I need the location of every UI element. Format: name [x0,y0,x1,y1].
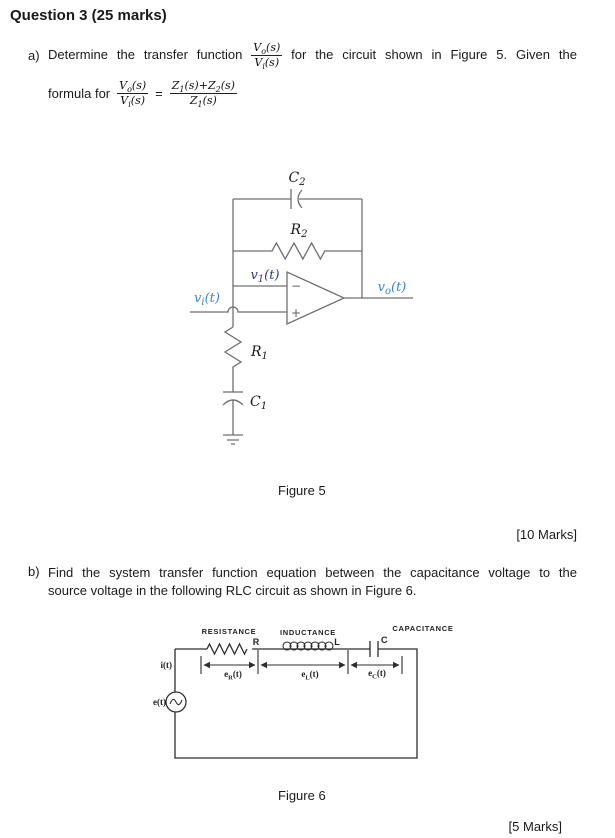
math-subscript: 1 [197,99,203,109]
inductance-label: INDUCTANCE [280,628,336,637]
fraction-vo-vi: Vo(s)Vi(s) [117,78,149,109]
ec-label: eC(t) [368,668,386,681]
math-subscript: 2 [215,84,221,94]
ground-symbol [223,434,243,445]
opamp-triangle [286,270,346,326]
math-var: Z [189,93,198,107]
math-var: (s) [264,56,280,70]
fraction-denominator: Vi(s) [118,93,147,109]
fraction-numerator: Z1(s)+Z2(s) [169,78,237,94]
c-label: C [381,635,388,645]
math-var: V [254,56,263,70]
figure6-caption: Figure 6 [278,788,326,803]
figure6-rlc-circuit: RESISTANCE R INDUCTANCE L CAPACITANCE C … [153,624,453,759]
inductor-loop [324,641,334,651]
math-var: (s) [130,93,146,107]
math-var: (s) [202,93,217,107]
part-a-marks: [10 Marks] [516,527,577,542]
equals-sign: = [155,85,163,101]
math-subscript: i [128,99,131,109]
ac-source-sine-icon [169,698,183,706]
v1-voltage-label: v1(t) [250,268,279,285]
figure5-opamp-circuit: C2 R2 R1 C1 v1(t) vi(t) vo(t) − + [190,170,413,445]
c1-label: C1 [250,394,267,412]
fraction-numerator: Vo(s) [251,41,283,57]
right-and-bottom-wire [174,648,418,759]
math-subscript: 1 [179,84,185,94]
math-var: (s) [220,78,235,92]
resistance-label: RESISTANCE [202,627,257,636]
input-wire-with-hop [190,306,287,313]
capacitor-plates [369,641,379,657]
part-a-formula-prefix: formula for [48,85,111,101]
fraction-z: Z1(s)+Z2(s)Z1(s) [169,78,237,109]
inductor-loop [303,641,313,651]
r1-resistor-symbol [223,326,243,392]
r1-label: R1 [250,344,268,362]
vo-voltage-label: vo(t) [378,280,407,297]
math-var: V [119,78,128,92]
r2-label: R2 [290,222,308,240]
figure5-caption: Figure 5 [278,483,326,498]
part-b-label: b) [28,564,40,579]
el-label: eL(t) [301,669,318,682]
plus-input-sign: + [291,306,301,320]
resistor-symbol [206,642,248,656]
part-a-text-before: Determine the transfer function [48,47,243,62]
part-b-line2: source voltage in the following RLC circ… [48,583,417,598]
fraction-vo-vi: Vo(s)Vi(s) [251,41,283,72]
part-a-label: a) [28,48,40,63]
math-var: V [120,93,129,107]
current-label: i(t) [160,660,172,670]
r-label: R [253,637,260,647]
math-subscript: i [262,62,265,72]
fraction-denominator: Vi(s) [252,56,281,72]
c2-capacitor-curved-plate [297,189,303,209]
part-a-line1: Determine the transfer function Vo(s)Vi(… [48,40,577,72]
math-var: (s) [131,78,147,92]
r2-resistor-symbol [233,241,362,261]
l-label: L [334,637,340,647]
part-a-line2: formula for Vo(s)Vi(s) = Z1(s)+Z2(s)Z1(s… [48,76,237,110]
part-a-text-after: for the circuit shown in Figure 5. Given… [291,47,577,62]
inductor-loop [310,641,320,651]
inductor-loop [282,641,292,651]
voltage-measure-bars [200,650,403,674]
math-subscript: o [127,84,132,94]
math-subscript: o [261,47,267,57]
er-label: eR(t) [224,669,242,682]
source-voltage-label: e(t) [153,697,166,707]
question-title: Question 3 (25 marks) [10,7,167,24]
math-var: Z [171,78,180,92]
math-var: V [253,41,262,55]
fraction-denominator: Z1(s) [188,93,219,109]
math-var: (s) [266,41,281,55]
inductor-loop [296,641,306,651]
part-b-marks: [5 Marks] [508,819,562,834]
inductor-loop [289,641,299,651]
capacitance-label: CAPACITANCE [392,624,453,633]
vi-voltage-label: vi(t) [194,291,220,308]
math-var: (s)+Z [184,78,216,92]
part-b-line1: Find the system transfer function equati… [48,565,577,580]
fraction-numerator: Vo(s) [117,78,149,94]
minus-input-sign: − [291,279,301,293]
ac-source-circle [165,691,187,713]
inductor-loop [317,641,327,651]
inductor-coils [282,641,334,651]
c2-label: C2 [288,170,305,188]
